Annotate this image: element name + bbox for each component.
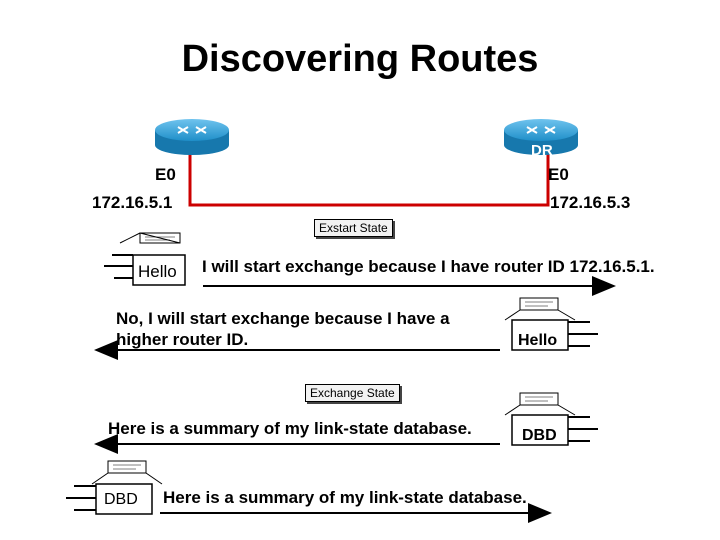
message-text-3: Here is a summary of my link-state datab… <box>108 419 472 438</box>
exstart-state-badge: Exstart State <box>314 219 393 237</box>
network-link <box>188 150 550 207</box>
left-ip-label: 172.16.5.1 <box>92 193 173 212</box>
right-ip-label: 172.16.5.3 <box>550 193 631 212</box>
packet-label-2: Hello <box>518 332 558 349</box>
exchange-state-badge: Exchange State <box>305 384 400 402</box>
router-right-icon <box>504 119 578 155</box>
message-text-1: I will start exchange because I have rou… <box>202 257 655 276</box>
message-text-4: Here is a summary of my link-state datab… <box>163 488 527 507</box>
dr-label: DR <box>531 142 553 159</box>
packet-label-3: DBD <box>522 427 557 444</box>
left-interface-label: E0 <box>155 165 176 184</box>
dbd-packet-icon-4 <box>66 460 163 515</box>
dbd-packet-icon-3 <box>504 392 598 446</box>
hello-packet-icon-2 <box>504 297 598 351</box>
hello-packet-icon-1 <box>104 232 186 286</box>
page-title: Discovering Routes <box>181 38 539 80</box>
message-text-2: No, I will start exchange because I have… <box>116 309 450 349</box>
router-left-icon <box>155 119 229 155</box>
packet-label-4: DBD <box>104 491 138 508</box>
right-interface-label: E0 <box>548 165 569 184</box>
packet-label-1: Hello <box>138 262 177 281</box>
